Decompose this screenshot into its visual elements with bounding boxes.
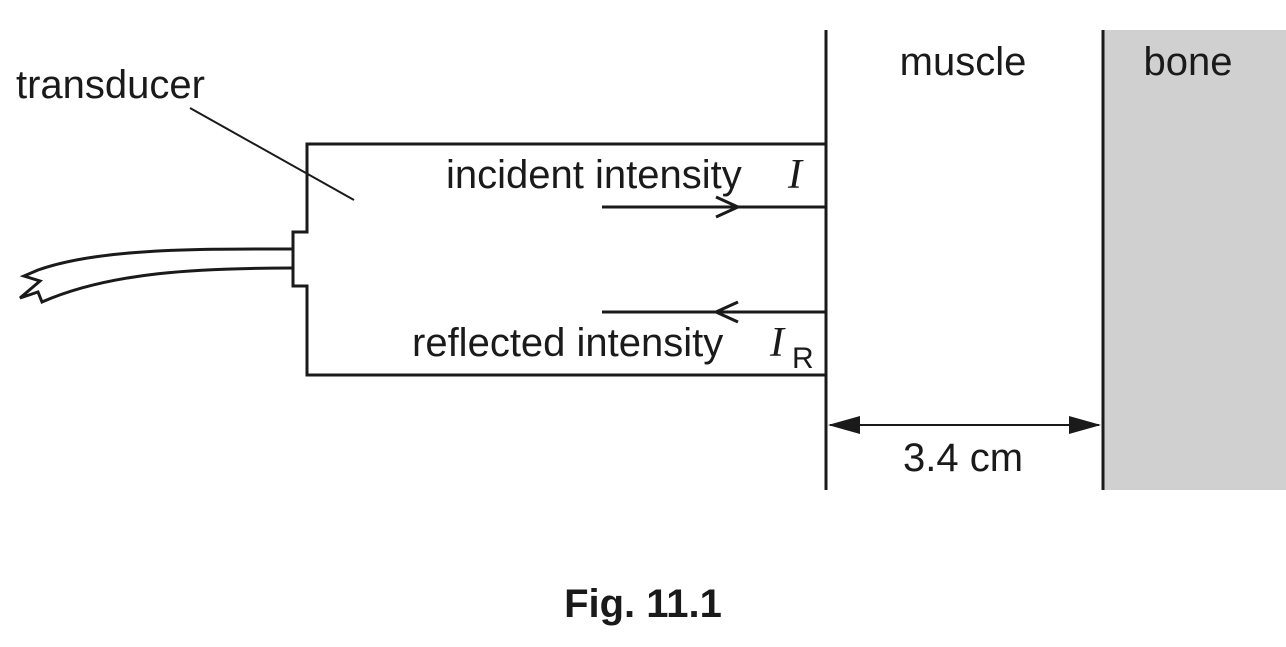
bone-region [1103,30,1286,490]
incident-intensity-symbol: I [787,152,804,198]
reflected-intensity-symbol: I [769,320,786,366]
distance-label: 3.4 cm [903,436,1023,480]
incident-intensity-label: incident intensity [446,153,742,197]
figure-caption: Fig. 11.1 [564,582,722,626]
transducer-cable [19,247,294,304]
transducer-pointer-line [189,107,355,201]
reflected-intensity-subscript: R [792,342,814,375]
reflected-arrowhead [712,300,739,324]
muscle-label: muscle [900,40,1027,84]
distance-arrowhead-right [1069,416,1101,434]
incident-arrowhead [715,195,742,219]
transducer-body [291,142,826,377]
transducer-label: transducer [16,63,205,107]
bone-label: bone [1144,40,1233,84]
reflected-intensity-label: reflected intensity [412,321,723,365]
distance-arrowhead-left [828,416,860,434]
